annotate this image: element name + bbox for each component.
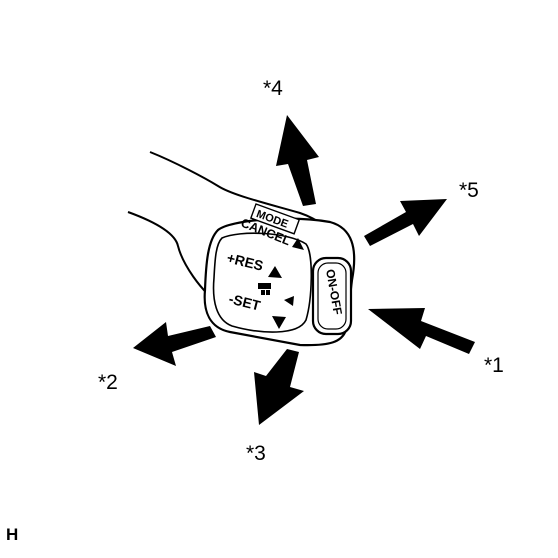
set-label: -SET [227, 290, 262, 313]
callout-5: *5 [459, 179, 479, 202]
set-down-arrow-icon [272, 316, 286, 329]
cancel-arrow-icon [292, 238, 304, 250]
arrow-4-icon [276, 115, 319, 206]
arrow-5-icon [364, 199, 447, 246]
cruise-control-icon [258, 283, 294, 306]
direction-arrows [133, 115, 475, 425]
callout-4: *4 [263, 77, 283, 100]
arrow-1-icon [368, 308, 475, 354]
mode-badge: MODE [249, 203, 301, 235]
callout-1: *1 [484, 354, 504, 377]
figure-code-letter: H [6, 525, 18, 544]
arrow-2-icon [133, 322, 216, 366]
callout-2: *2 [98, 371, 118, 394]
lever-front-face [212, 232, 313, 333]
arrow-3-icon [254, 349, 304, 425]
on-off-button: ON-OFF [311, 256, 353, 336]
res-up-arrow-icon [268, 266, 282, 278]
callout-3: *3 [246, 442, 266, 465]
